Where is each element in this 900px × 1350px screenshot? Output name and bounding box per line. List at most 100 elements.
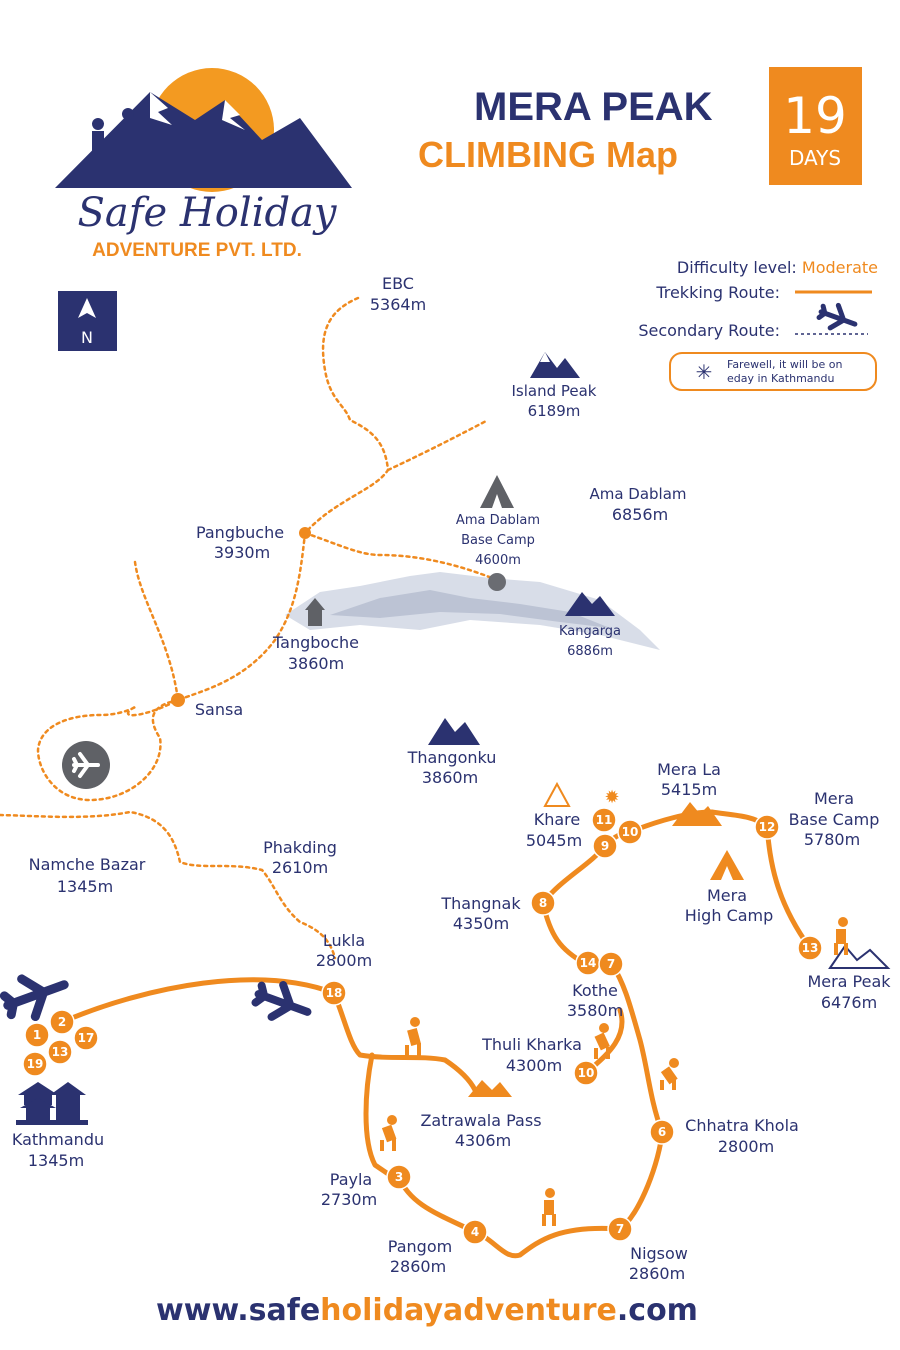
trekking-route (59, 809, 813, 1259)
airplane-icon (816, 302, 858, 331)
trekking-route-label: Trekking Route: (655, 283, 780, 302)
secondary-route-label: Secondary Route: (638, 321, 780, 340)
difficulty-label: Difficulty level: (677, 258, 797, 277)
mera-peak-name: Mera Peak (807, 972, 891, 991)
days-number: 19 (783, 87, 847, 145)
payla-name: Payla (330, 1170, 372, 1189)
compass-letter: N (81, 328, 93, 347)
stop-marker: 13 (47, 1039, 73, 1065)
kathmandu-alt: 1345m (28, 1151, 84, 1170)
stop-number: 1 (33, 1028, 41, 1042)
stop-number: 18 (326, 986, 343, 1000)
chhatra-khola-alt: 2800m (718, 1137, 774, 1156)
hiker-icon (542, 1188, 556, 1226)
title-line2: CLIMBING Map (418, 134, 678, 175)
island-peak-name: Island Peak (511, 382, 596, 400)
island-peak-alt: 6189m (528, 402, 581, 420)
stop-number: 7 (616, 1222, 624, 1236)
chhatra-khola-name: Chhatra Khola (685, 1116, 799, 1135)
mera-bc-line2: Base Camp (789, 810, 880, 829)
pangbuche-dot (299, 527, 311, 539)
ebc-name: EBC (382, 274, 414, 293)
stop-number: 13 (52, 1045, 69, 1059)
namche-name: Namche Bazar (29, 855, 146, 874)
brand-name: Safe Holiday (77, 190, 337, 236)
hiker-icon (380, 1115, 397, 1151)
thangnak-alt: 4350m (453, 914, 509, 933)
kothe-alt: 3580m (567, 1001, 623, 1020)
nigsow-name: Nigsow (630, 1244, 688, 1263)
kathmandu-name: Kathmandu (12, 1130, 104, 1149)
tangboche-alt: 3860m (288, 654, 344, 673)
stop-marker: 8 (530, 890, 556, 916)
stop-marker: 2 (49, 1009, 75, 1035)
pangbuche-alt: 3930m (214, 543, 270, 562)
mountain-icon (428, 718, 480, 745)
phakding-alt: 2610m (272, 858, 328, 877)
stop-marker: 4 (462, 1219, 488, 1245)
stop-marker: 14 (575, 950, 601, 976)
svg-text:Difficulty level: Modera: Difficulty level: Moderate (677, 258, 878, 277)
namche-alt: 1345m (57, 877, 113, 896)
ama-dablam-bc-line1: Ama Dablam (456, 513, 540, 528)
website-part1: www.safe (156, 1293, 320, 1328)
stop-marker: 10 (573, 1060, 599, 1086)
pass-mountain-icon (468, 1080, 512, 1097)
temple-icon (16, 1082, 88, 1125)
stop-number: 13 (802, 941, 819, 955)
thangnak-name: Thangnak (440, 894, 521, 913)
mera-peak-alt: 6476m (821, 993, 877, 1012)
ama-dablam-bc-line2: Base Camp (461, 533, 535, 548)
stop-marker: 11 (591, 807, 617, 833)
website-url[interactable]: www.safeholidayadventure.com (156, 1293, 698, 1328)
stop-number: 11 (596, 813, 613, 827)
stop-marker: 3 (386, 1164, 412, 1190)
stop-number: 10 (622, 825, 639, 839)
sansa-dot (171, 693, 185, 707)
mera-la-name: Mera La (657, 760, 721, 779)
mera-bc-alt: 5780m (804, 830, 860, 849)
pangbuche-name: Pangbuche (196, 523, 284, 542)
stop-number: 12 (759, 820, 776, 834)
hiker-icon (405, 1017, 421, 1057)
thangonku-alt: 3860m (422, 768, 478, 787)
mountain-icon (828, 944, 891, 969)
lukla-alt: 2800m (316, 951, 372, 970)
stop-marker: 12 (754, 814, 780, 840)
tent-icon (543, 781, 571, 807)
pangom-alt: 2860m (390, 1257, 446, 1276)
thuli-kharka-alt: 4300m (506, 1056, 562, 1075)
sansa-name: Sansa (195, 700, 243, 719)
stop-number: 10 (578, 1066, 595, 1080)
hiker-icon (834, 917, 848, 955)
stop-marker: 10 (617, 819, 643, 845)
ama-dablam-alt: 6856m (612, 505, 668, 524)
mountain-icon (565, 592, 615, 616)
stop-number: 2 (58, 1015, 66, 1029)
north-arrow-icon: N (58, 291, 117, 351)
ama-dablam-bc-alt: 4600m (475, 553, 521, 568)
tent-icon (480, 475, 514, 508)
airplane-icon (251, 980, 312, 1021)
kothe-name: Kothe (572, 981, 618, 1000)
pass-mountain-icon (672, 802, 722, 826)
stop-number: 17 (78, 1031, 95, 1045)
stop-marker: 17 (73, 1025, 99, 1051)
kangarga-alt: 6886m (567, 644, 613, 659)
payla-alt: 2730m (321, 1190, 377, 1209)
thuli-kharka-name: Thuli Kharka (481, 1035, 582, 1054)
title-line1: MERA PEAK (474, 85, 713, 129)
pangom-name: Pangom (388, 1237, 452, 1256)
days-badge: 19 DAYS (769, 67, 862, 185)
mera-hc-line2: High Camp (685, 906, 774, 925)
place-labels: EBC 5364m Island Peak 6189m Ama Dablam 6… (12, 274, 891, 1283)
stop-number: 3 (395, 1170, 403, 1184)
khare-alt: 5045m (526, 831, 582, 850)
tangboche-name: Tangboche (272, 633, 359, 652)
hiker-icon (594, 1023, 610, 1059)
zatrawala-name: Zatrawala Pass (420, 1111, 541, 1130)
difficulty-value: Moderate (802, 258, 878, 277)
